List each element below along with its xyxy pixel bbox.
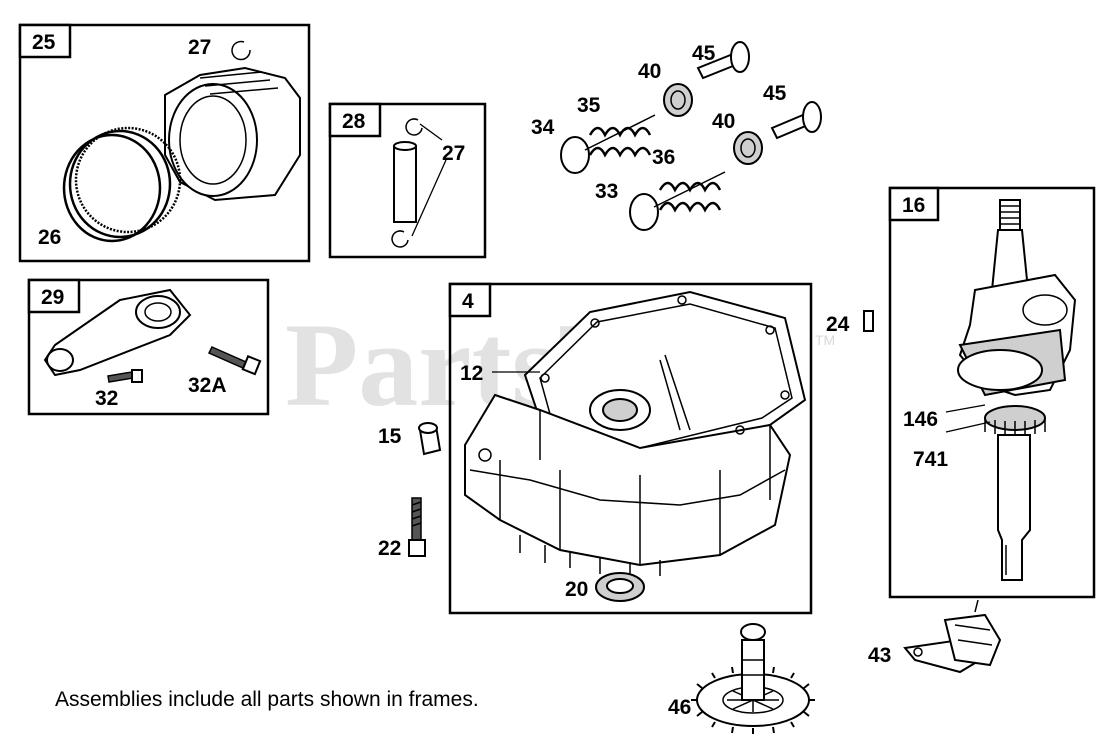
- crankcase-cover[interactable]: [464, 290, 807, 578]
- callout-46: 46: [668, 696, 691, 719]
- callout-741: 741: [913, 448, 948, 471]
- callout-15: 15: [378, 425, 402, 448]
- intake-valve[interactable]: [629, 171, 726, 231]
- callout-22: 22: [378, 537, 401, 560]
- callout-12: 12: [460, 362, 483, 385]
- piston-pin[interactable]: [393, 141, 417, 223]
- dipstick-plug[interactable]: [418, 422, 442, 456]
- callout-45-lower: 45: [763, 82, 787, 105]
- frame-4-number: 4: [462, 290, 474, 313]
- callout-146: 146: [903, 408, 938, 431]
- frame-28-piston-pin-assembly[interactable]: 28 27: [328, 102, 487, 259]
- callout-40-lower: 40: [712, 110, 735, 133]
- callout-24: 24: [826, 313, 850, 336]
- valve-group[interactable]: 45 40 34 35 45 40: [531, 41, 822, 231]
- retaining-clip-bottom[interactable]: [391, 230, 409, 248]
- connecting-rod[interactable]: [43, 288, 192, 377]
- valve-tappet-upper[interactable]: [696, 41, 750, 80]
- valve-spring-lower[interactable]: [658, 181, 722, 213]
- callout-32a: 32A: [188, 374, 227, 397]
- callout-27: 27: [188, 36, 211, 59]
- exhaust-valve[interactable]: [560, 114, 656, 174]
- governor-bracket[interactable]: [903, 599, 1002, 674]
- rod-bolt-alternate[interactable]: [207, 346, 262, 376]
- frame-25-piston-assembly[interactable]: 25 27 26: [18, 23, 311, 263]
- key[interactable]: [863, 310, 874, 332]
- callout-32: 32: [95, 387, 118, 410]
- oil-seal[interactable]: [595, 572, 645, 602]
- frame-4-crankcase-cover-assembly[interactable]: 4 12 20: [448, 282, 813, 615]
- callout-33: 33: [595, 180, 618, 203]
- frame-29-number: 29: [41, 286, 64, 309]
- frame-25-number: 25: [32, 31, 56, 54]
- frame-16-crankshaft-assembly[interactable]: 16 146 741: [888, 186, 1096, 599]
- assemblies-footnote: Assemblies include all parts shown in fr…: [55, 688, 479, 711]
- valve-spring-retainer-upper[interactable]: [663, 83, 693, 117]
- callout-36: 36: [652, 146, 675, 169]
- rod-bolt[interactable]: [107, 369, 143, 383]
- callout-35: 35: [577, 94, 601, 117]
- retaining-clip-top[interactable]: [405, 118, 423, 136]
- crankshaft[interactable]: [957, 199, 1077, 581]
- frame-28-number: 28: [342, 110, 366, 133]
- callout-34: 34: [531, 116, 555, 139]
- governor-gear-shaft[interactable]: [691, 623, 815, 734]
- callout-43: 43: [868, 644, 891, 667]
- watermark-trademark: TM: [815, 332, 835, 348]
- callout-45-upper: 45: [692, 42, 716, 65]
- retaining-clip[interactable]: [231, 40, 251, 61]
- piston[interactable]: [164, 66, 301, 202]
- piston-ring-set[interactable]: [62, 126, 182, 243]
- frame-16-number: 16: [902, 194, 925, 217]
- callout-20: 20: [565, 578, 588, 601]
- callout-26: 26: [38, 226, 61, 249]
- cover-bolt[interactable]: [408, 497, 426, 557]
- callout-40-upper: 40: [638, 60, 661, 83]
- valve-spring-retainer-lower[interactable]: [733, 131, 763, 165]
- valve-spring-upper[interactable]: [588, 126, 652, 158]
- valve-tappet-lower[interactable]: [770, 101, 822, 140]
- frame-29-connecting-rod-assembly[interactable]: 29 32 32A: [27, 278, 270, 416]
- callout-27-pin: 27: [442, 142, 465, 165]
